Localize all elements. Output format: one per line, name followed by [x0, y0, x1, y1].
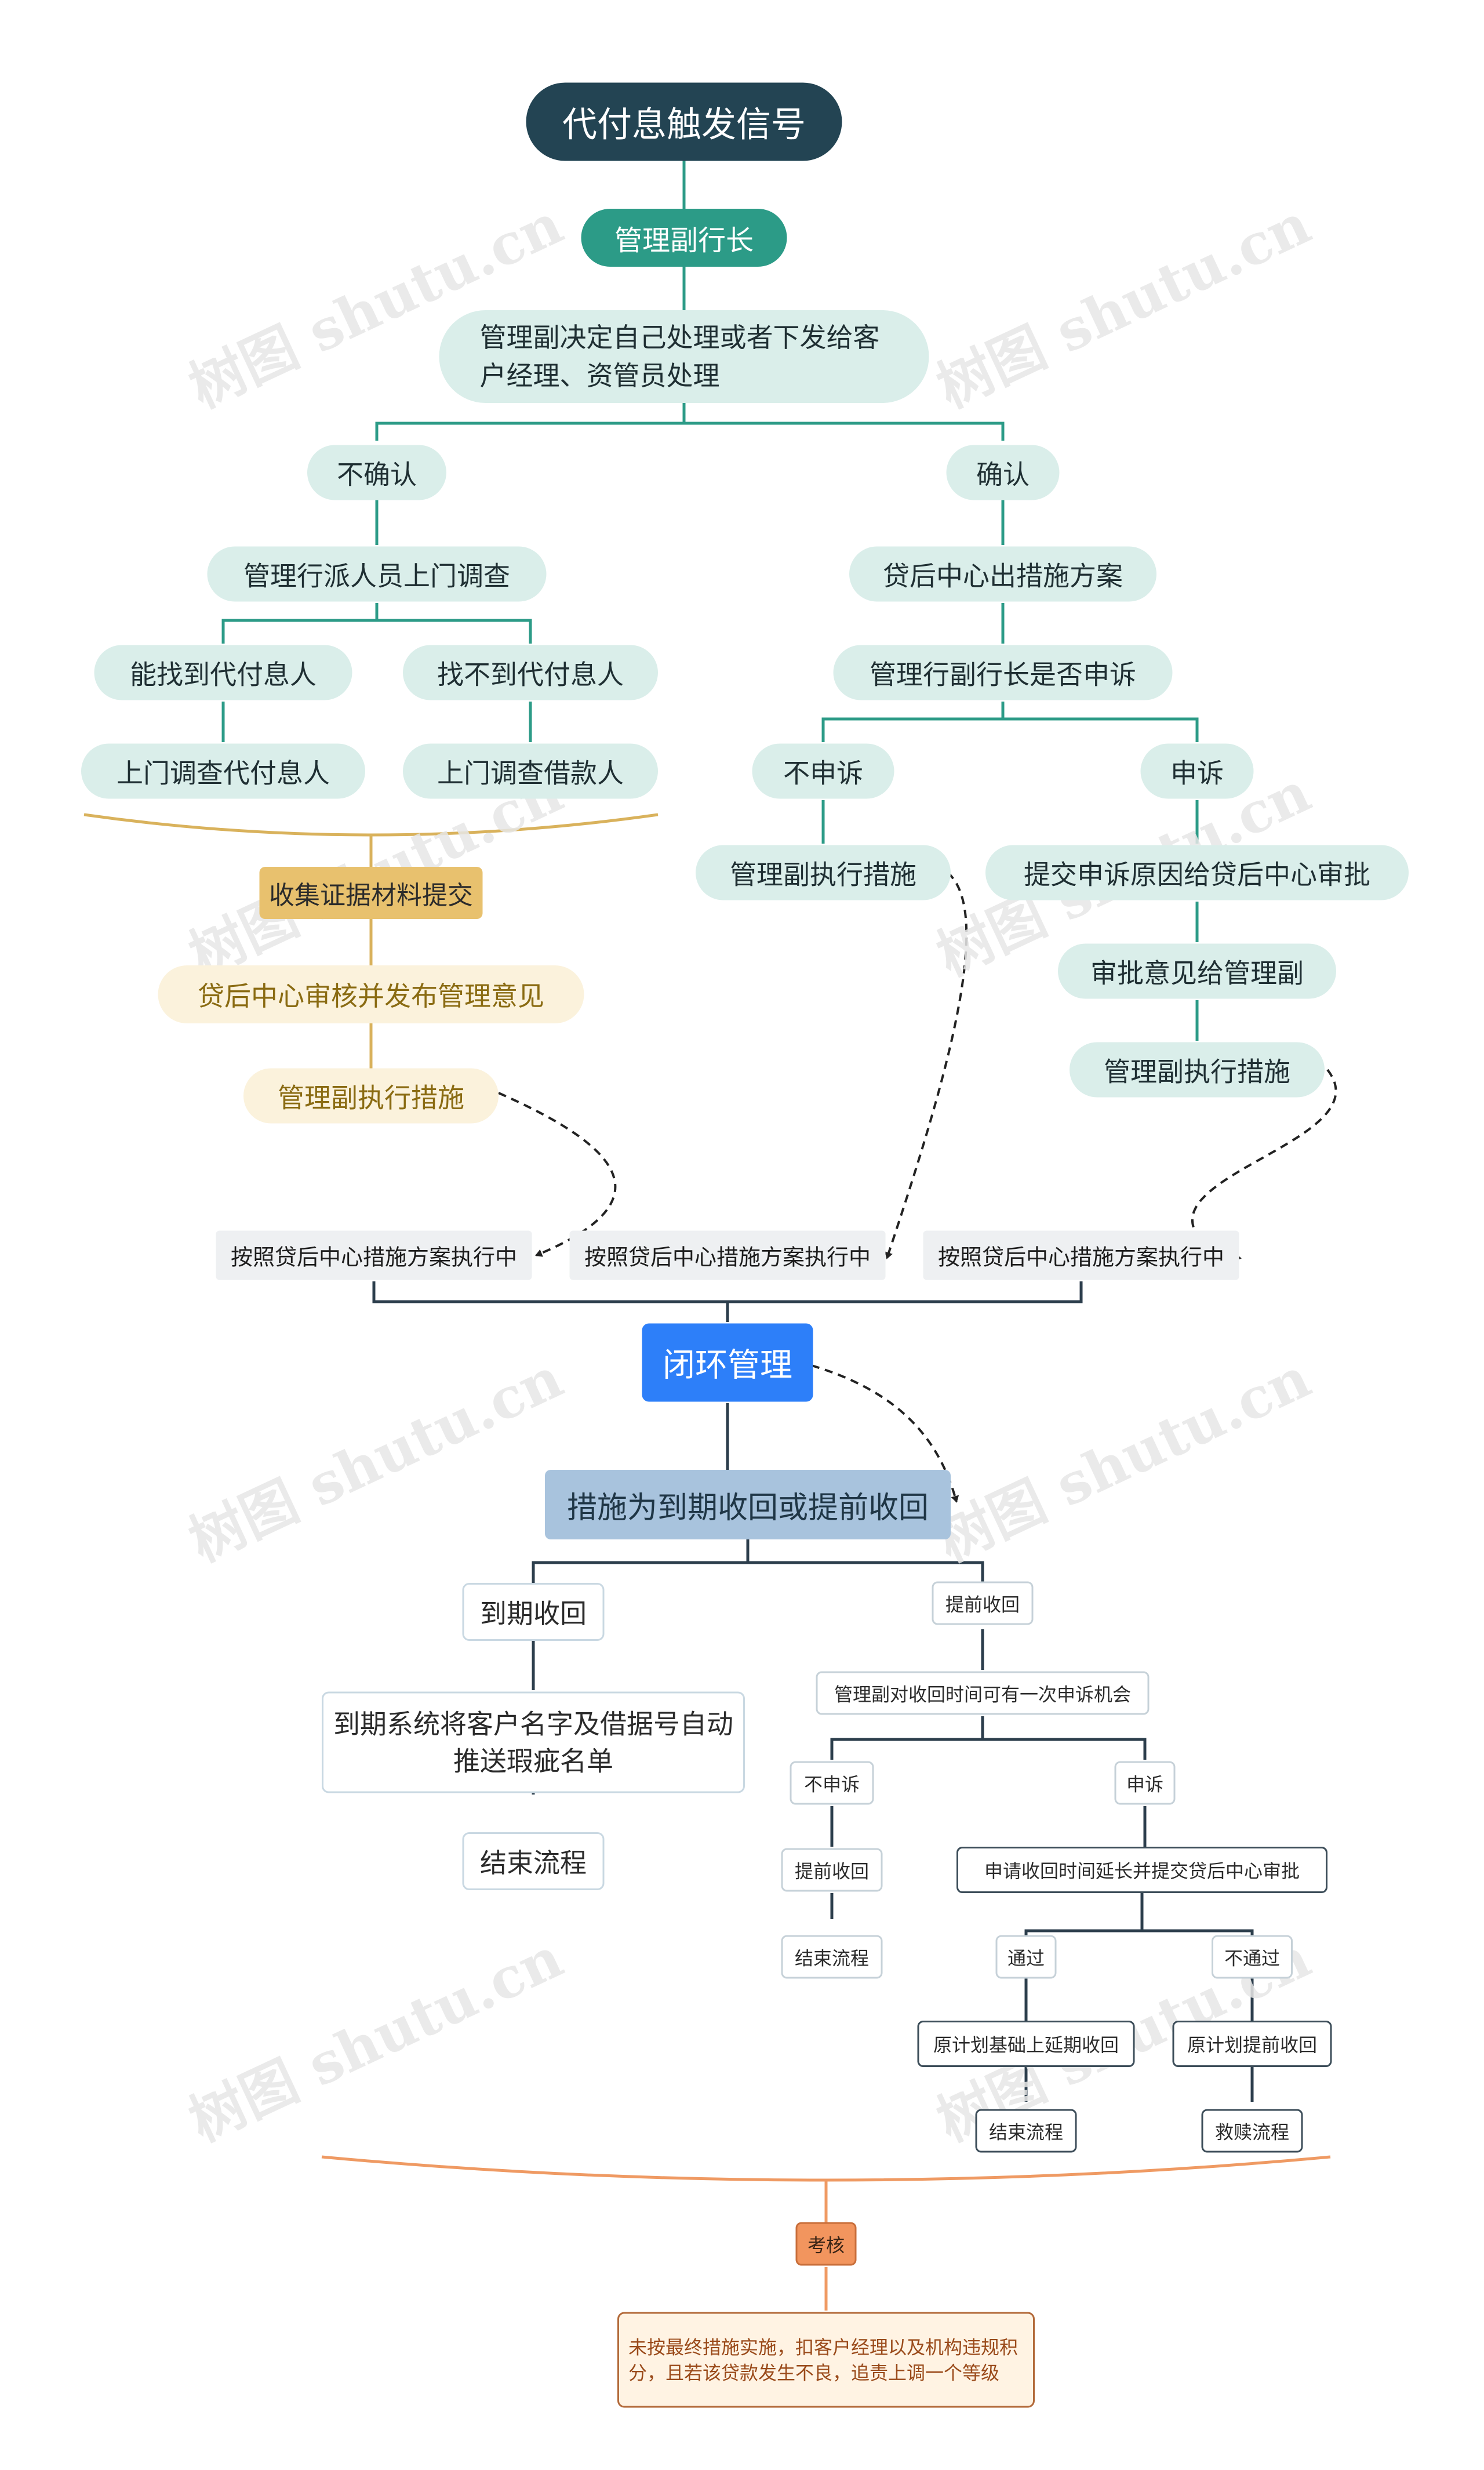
visit-payer-node[interactable]: 上门调查代付息人 [81, 743, 365, 799]
found-node[interactable]: 能找到代付息人 [94, 645, 352, 700]
appeal-node[interactable]: 申诉 [1140, 743, 1254, 799]
due-system-node[interactable]: 到期系统将客户名字及借据号自动推送瑕疵名单 [322, 1691, 745, 1793]
due-node[interactable]: 到期收回 [462, 1583, 605, 1641]
fail-node[interactable]: 不通过 [1212, 1935, 1293, 1979]
send-staff-node[interactable]: 管理行派人员上门调查 [207, 546, 547, 602]
submit-appeal-node[interactable]: 提交申诉原因给贷后中心审批 [985, 845, 1409, 900]
plan-exec-node-3[interactable]: 按照贷后中心措施方案执行中 [923, 1230, 1239, 1280]
early-appeal-node[interactable]: 管理副对收回时间可有一次申诉机会 [816, 1671, 1150, 1715]
appeal-question-node[interactable]: 管理行副行长是否申诉 [833, 645, 1173, 700]
extend-node[interactable]: 原计划基础上延期收回 [917, 2021, 1135, 2067]
assess-text-node[interactable]: 未按最终措施实施，扣客户经理以及机构违规积分，且若该贷款发生不良，追责上调一个等… [617, 2312, 1035, 2408]
early-recover-node[interactable]: 提前收回 [781, 1848, 883, 1892]
decide-node[interactable]: 管理副决定自己处理或者下发给客户经理、资管员处理 [439, 310, 929, 403]
pass-node[interactable]: 通过 [995, 1935, 1057, 1979]
plan-early-node[interactable]: 原计划提前收回 [1172, 2021, 1332, 2067]
center-review-node[interactable]: 贷后中心审核并发布管理意见 [158, 965, 584, 1023]
redeem-node[interactable]: 救赎流程 [1201, 2109, 1303, 2153]
visit-borrower-node[interactable]: 上门调查借款人 [403, 743, 658, 799]
apply-extend-node[interactable]: 申请收回时间延长并提交贷后中心审批 [956, 1847, 1327, 1893]
vp-exec-right-node[interactable]: 管理副执行措施 [1070, 1042, 1325, 1098]
early-node[interactable]: 提前收回 [932, 1581, 1034, 1625]
end-node-3[interactable]: 结束流程 [975, 2109, 1077, 2153]
root-node[interactable]: 代付息触发信号 [526, 82, 842, 161]
collect-node[interactable]: 收集证据材料提交 [259, 867, 483, 919]
approval-node[interactable]: 审批意见给管理副 [1058, 943, 1336, 999]
unconfirmed-node[interactable]: 不确认 [307, 445, 446, 500]
early-appeal-yes-node[interactable]: 申诉 [1114, 1761, 1176, 1805]
end-node-2[interactable]: 结束流程 [781, 1935, 883, 1979]
vp-exec-mid-node[interactable]: 管理副执行措施 [696, 845, 951, 900]
vp-node[interactable]: 管理副行长 [581, 209, 787, 267]
plan-exec-node-2[interactable]: 按照贷后中心措施方案执行中 [569, 1230, 886, 1280]
plan-exec-node-1[interactable]: 按照贷后中心措施方案执行中 [216, 1230, 532, 1280]
assess-node[interactable]: 考核 [795, 2222, 857, 2266]
closed-loop-node[interactable]: 闭环管理 [642, 1323, 813, 1402]
confirmed-node[interactable]: 确认 [946, 445, 1060, 500]
early-no-appeal-node[interactable]: 不申诉 [790, 1761, 874, 1805]
end-node-1[interactable]: 结束流程 [462, 1832, 605, 1890]
not-found-node[interactable]: 找不到代付息人 [403, 645, 658, 700]
no-appeal-node[interactable]: 不申诉 [752, 743, 894, 799]
measure-node[interactable]: 措施为到期收回或提前收回 [545, 1470, 951, 1539]
center-plan-node[interactable]: 贷后中心出措施方案 [849, 546, 1156, 602]
vp-exec-left-node[interactable]: 管理副执行措施 [243, 1068, 499, 1124]
